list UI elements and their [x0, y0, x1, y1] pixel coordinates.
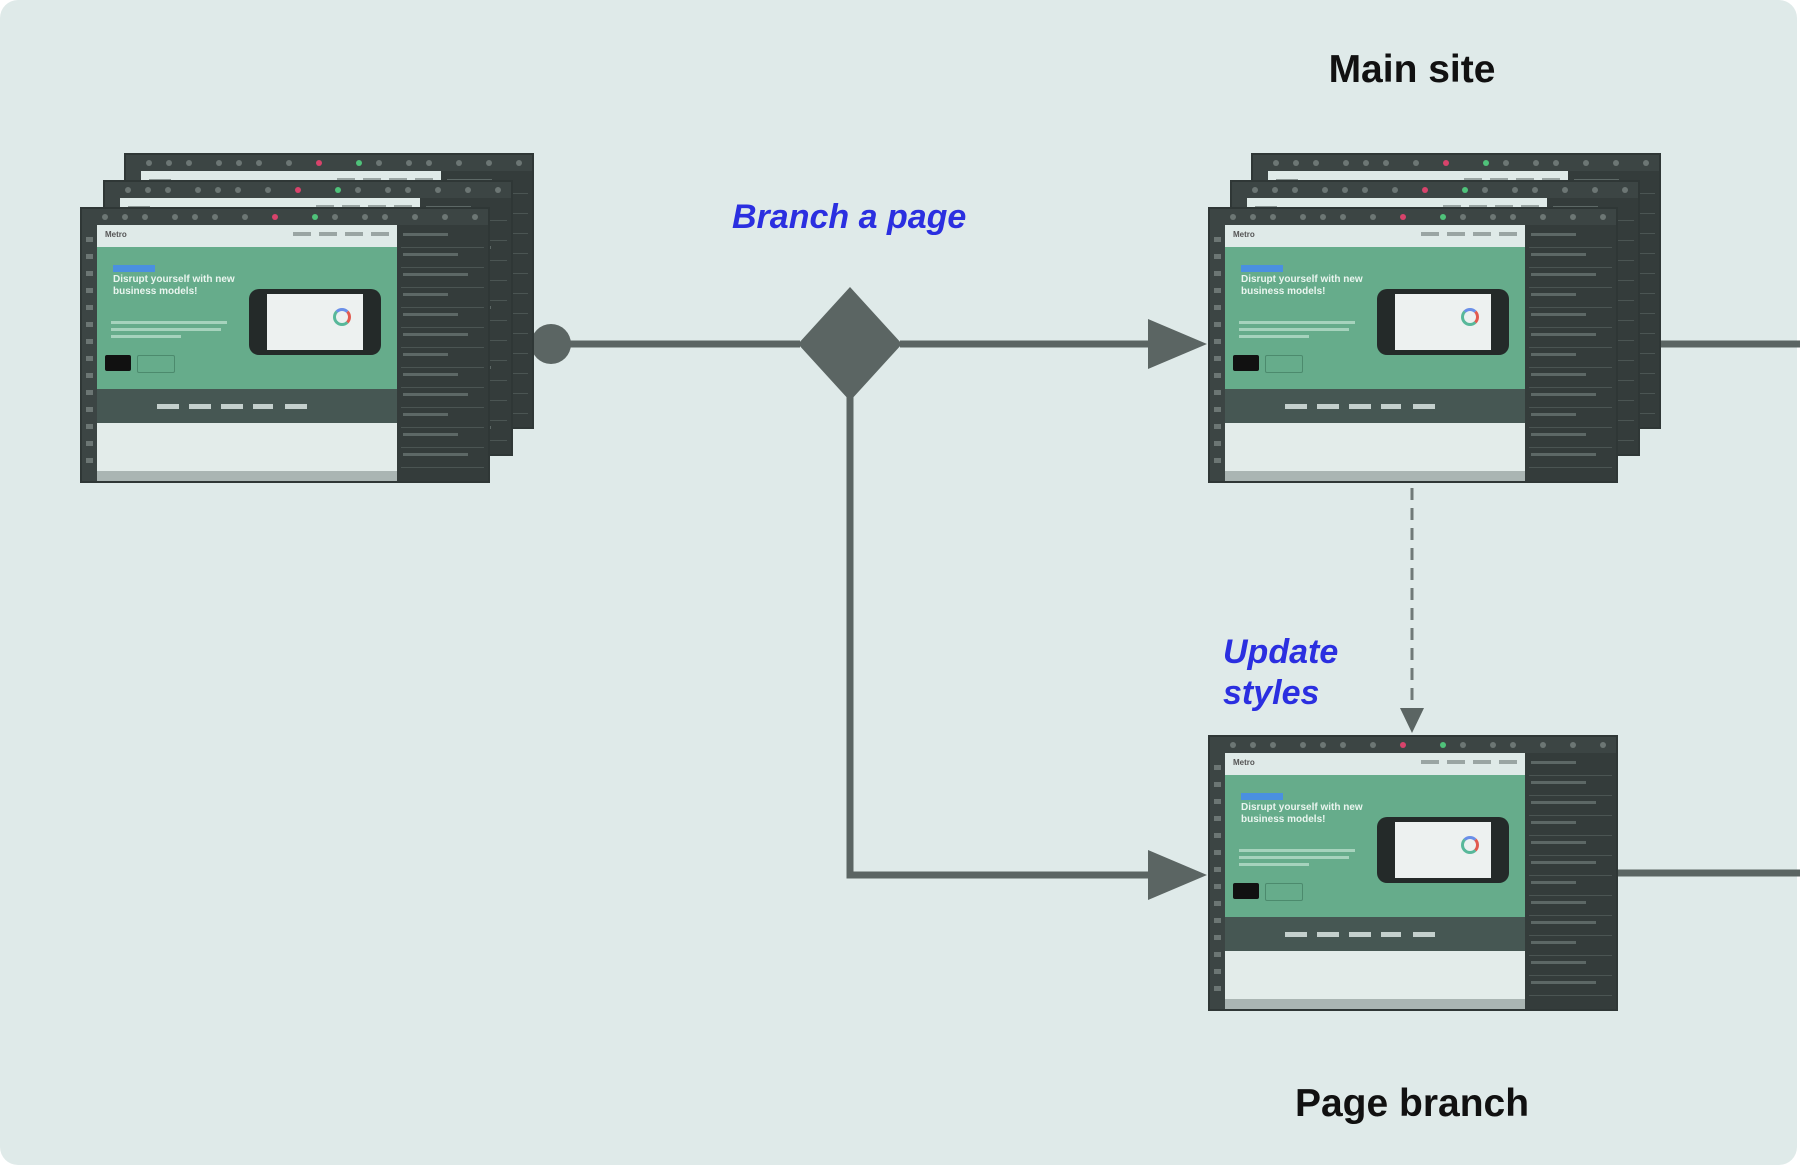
- mock-toolbar: [1210, 209, 1616, 225]
- mock-sidebar: [82, 225, 97, 481]
- mock-headline: Disrupt yourself with new business model…: [113, 274, 235, 297]
- branch-a-page-label: Branch a page: [732, 198, 967, 236]
- update-styles-line2: styles: [1223, 674, 1320, 712]
- mock-headline: Disrupt yourself with new business model…: [1241, 802, 1363, 825]
- mock-settings-panel: [1525, 753, 1616, 1009]
- mock-brand: Metro: [105, 230, 127, 239]
- connector-decision-to-page-branch: [846, 395, 1155, 879]
- mock-sidebar: [1210, 225, 1225, 481]
- mock-settings-panel: [397, 225, 488, 481]
- mock-settings-panel: [1525, 225, 1616, 481]
- update-styles-line1: Update: [1223, 633, 1339, 671]
- mock-sidebar: [1210, 753, 1225, 1009]
- mock-toolbar: [1253, 155, 1659, 171]
- mock-headline: Disrupt yourself with new business model…: [1241, 274, 1363, 297]
- arrowhead-dashed-icon: [1400, 708, 1424, 733]
- mock-toolbar: [1210, 737, 1616, 753]
- mock-toolbar: [126, 155, 532, 171]
- main-site-label: Main site: [1328, 48, 1496, 91]
- mock-brand: Metro: [1233, 230, 1255, 239]
- page-branch-label: Page branch: [1294, 1082, 1530, 1125]
- mock-toolbar: [82, 209, 488, 225]
- update-styles-label: Update styles: [1223, 632, 1338, 714]
- mock-toolbar: [1232, 182, 1638, 198]
- start-node-icon: [531, 324, 571, 364]
- mock-brand: Metro: [1233, 758, 1255, 767]
- mock-toolbar: [105, 182, 511, 198]
- decision-diamond-icon: [798, 287, 902, 401]
- arrowhead-main-site-icon: [1148, 319, 1207, 369]
- arrowhead-page-branch-icon: [1148, 850, 1207, 900]
